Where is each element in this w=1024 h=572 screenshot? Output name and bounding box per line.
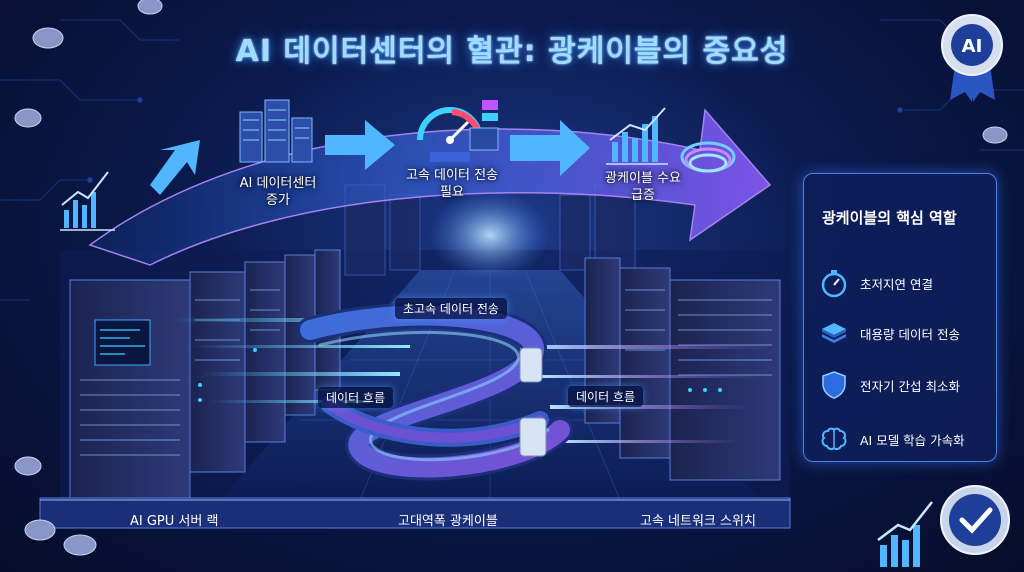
panel-item-emi: 전자기 간섭 최소화 [818, 369, 960, 401]
coin-icons [14, 0, 1008, 556]
cable-label-right: 데이터 흐름 [568, 386, 644, 407]
right-server-racks [584, 257, 781, 481]
data-light-beams [170, 318, 770, 443]
ai-badge-text: AI [962, 36, 983, 57]
flow-step-3-line1: 광케이블 수요 [605, 171, 681, 186]
stopwatch-icon [821, 270, 847, 298]
flow-arrows [150, 120, 590, 195]
page-title: AI 데이터센터의 혈관: 광케이블의 중요성 [235, 34, 789, 69]
flow-step-1-line1: AI 데이터센터 [239, 176, 317, 191]
key-roles-panel: 광케이블의 핵심 역할 초저지연 연결 대용량 데이터 전송 전자기 간섭 최소… [803, 173, 997, 462]
flow-step-1: AI 데이터센터 증가 [228, 175, 328, 209]
flow-step-2-line2: 필요 [440, 185, 464, 200]
panel-item-label: 전자기 간섭 최소화 [860, 378, 960, 394]
panel-item-ai-training: AI 모델 학습 가속화 [818, 423, 965, 455]
panel-item-label: AI 모델 학습 가속화 [860, 432, 965, 448]
growth-chart-icon [60, 171, 115, 231]
panel-item-latency: 초저지연 연결 [818, 267, 933, 299]
panel-item-label: 초저지연 연결 [860, 276, 933, 292]
panel-title: 광케이블의 핵심 역할 [822, 209, 957, 227]
shield-icon [822, 371, 846, 399]
server-icon [239, 99, 313, 163]
cable-label-left: 데이터 흐름 [318, 387, 394, 408]
bottom-label-center: 고대역폭 광케이블 [398, 514, 498, 529]
speed-gauge-icon [417, 100, 499, 162]
brain-icon [821, 427, 847, 451]
corridor-light [430, 190, 550, 280]
flow-step-3: 광케이블 수요 급증 [588, 170, 698, 204]
cable-connectors [519, 347, 547, 457]
flow-step-3-line2: 급증 [631, 188, 655, 203]
cable-label-top: 초고속 데이터 전송 [395, 298, 507, 319]
check-badge-icon [940, 485, 1010, 555]
bottom-label-right: 고속 네트워크 스위치 [640, 514, 756, 529]
bottom-growth-icon [877, 501, 933, 567]
cable-coil-icon [680, 141, 736, 173]
demand-chart-icon [606, 107, 668, 165]
bottom-label-left: AI GPU 서버 랙 [130, 514, 219, 529]
flow-step-2-line1: 고속 데이터 전송 [406, 168, 498, 183]
panel-item-capacity: 대용량 데이터 전송 [818, 317, 960, 349]
flow-step-1-line2: 증가 [266, 193, 290, 208]
layers-icon [822, 323, 846, 343]
ai-badge-icon [941, 14, 1003, 102]
panel-item-label: 대용량 데이터 전송 [860, 326, 960, 342]
flow-step-2: 고속 데이터 전송 필요 [392, 167, 512, 201]
platform-base [39, 497, 791, 529]
